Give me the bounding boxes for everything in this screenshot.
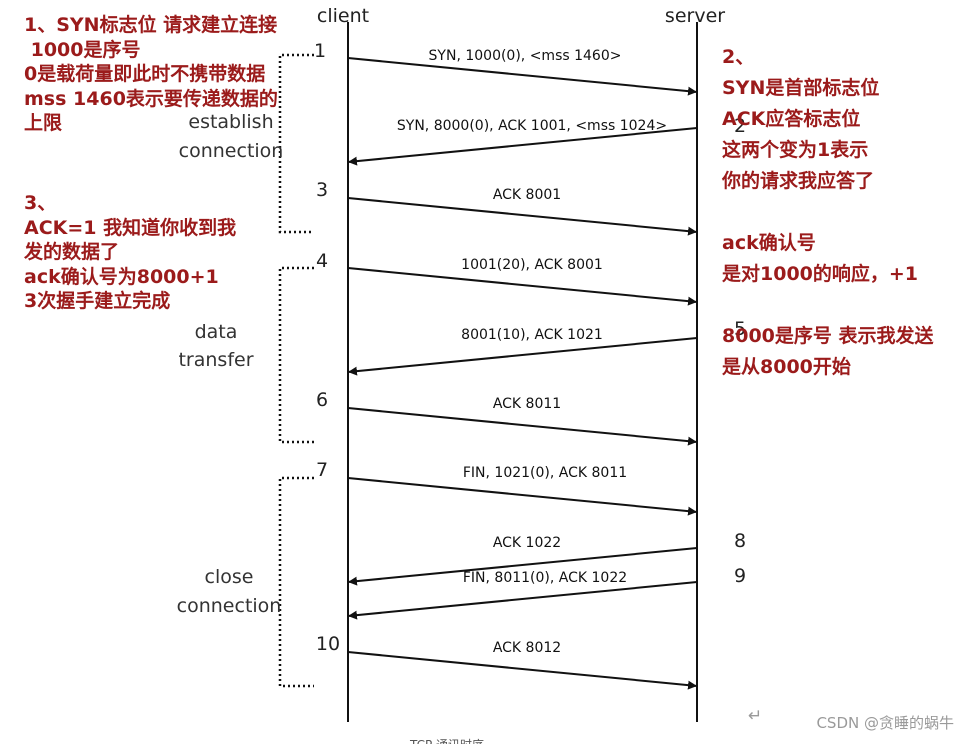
step-number-7: 7 <box>316 459 328 481</box>
step-number-4: 4 <box>316 250 328 272</box>
annotation-line: ACK=1 我知道你收到我 <box>24 216 237 239</box>
message-arrow-3 <box>347 197 698 236</box>
annotation-line: ACK应答标志位 <box>722 108 861 130</box>
annotation-line: 上限 <box>24 112 63 134</box>
return-icon: ↵ <box>748 706 763 726</box>
message-label-9: FIN, 8011(0), ACK 1022 <box>463 570 627 586</box>
annotation-line: 2、 <box>722 46 755 68</box>
annotation-line: 1000是序号 <box>24 38 141 61</box>
step-number-8: 8 <box>734 530 746 552</box>
annotation-line: 0是载荷量即此时不携带数据 <box>24 63 266 85</box>
message-label-1: SYN, 1000(0), <mss 1460> <box>429 48 622 64</box>
step-number-5: 5 <box>734 318 746 340</box>
message-label-8: ACK 1022 <box>493 535 561 551</box>
annotation-handshake-step2: 2、 SYN是首部标志位 ACK应答标志位 这两个变为1表示 你的请求我应答了 … <box>722 42 934 383</box>
annotation-handshake-step1: 1、SYN标志位 请求建立连接 1000是序号 0是载荷量即此时不携带数据 ms… <box>24 13 278 136</box>
message-label-7: FIN, 1021(0), ACK 8011 <box>463 465 627 481</box>
message-arrow-4 <box>347 267 698 306</box>
annotation-line: 8000是序号 表示我发送 <box>722 325 934 347</box>
annotation-line: ack确认号为8000+1 <box>24 265 219 288</box>
message-label-6: ACK 8011 <box>493 396 561 412</box>
message-arrow-6 <box>347 407 698 446</box>
annotation-line <box>722 197 934 228</box>
message-arrow-2 <box>347 127 698 166</box>
phase-label-2-line-1: data <box>195 321 238 343</box>
annotation-line: ack确认号 <box>722 232 816 254</box>
step-number-3: 3 <box>316 179 328 201</box>
annotation-line: SYN是首部标志位 <box>722 77 880 99</box>
step-number-10: 10 <box>316 633 340 655</box>
message-arrow-10 <box>347 651 698 690</box>
step-number-2: 2 <box>734 115 746 137</box>
message-arrow-8 <box>347 547 698 586</box>
annotation-line: 3、 <box>24 192 57 214</box>
phase-bracket-2 <box>278 266 314 444</box>
phase-label-3-line-1: close <box>205 566 254 588</box>
server-label: server <box>665 5 725 27</box>
client-label: client <box>317 5 369 27</box>
message-label-2: SYN, 8000(0), ACK 1001, <mss 1024> <box>397 118 667 134</box>
phase-label-1-line-2: connection <box>179 140 284 162</box>
message-arrow-7 <box>347 477 698 516</box>
message-arrow-5 <box>347 337 698 376</box>
phase-label-1-line-1: establish <box>188 111 273 133</box>
annotation-line: 是从8000开始 <box>722 356 851 378</box>
message-label-10: ACK 8012 <box>493 640 561 656</box>
watermark: CSDN @贪睡的蜗牛 <box>816 714 954 732</box>
annotation-line: 3次握手建立完成 <box>24 290 171 312</box>
annotation-line: 是对1000的响应，+1 <box>722 263 919 285</box>
message-arrow-1 <box>347 57 698 96</box>
message-arrow-9 <box>347 581 698 620</box>
message-label-5: 8001(10), ACK 1021 <box>461 327 603 343</box>
caption-fragment: TCP 通讯时序 <box>410 736 484 744</box>
annotation-handshake-step3: 3、 ACK=1 我知道你收到我 发的数据了 ack确认号为8000+1 3次握… <box>24 191 236 314</box>
step-number-1: 1 <box>314 40 326 62</box>
message-label-4: 1001(20), ACK 8001 <box>461 257 603 273</box>
annotation-line: 1、SYN标志位 请求建立连接 <box>24 14 278 36</box>
phase-bracket-1 <box>278 53 314 234</box>
annotation-line: mss 1460表示要传递数据的 <box>24 87 278 110</box>
annotation-line: 发的数据了 <box>24 241 120 263</box>
message-label-3: ACK 8001 <box>493 187 561 203</box>
annotation-line: 你的请求我应答了 <box>722 170 875 192</box>
annotation-line <box>722 290 934 321</box>
phase-label-2-line-2: transfer <box>178 349 253 371</box>
annotation-line: 这两个变为1表示 <box>722 139 869 161</box>
step-number-9: 9 <box>734 565 746 587</box>
phase-label-3-line-2: connection <box>177 595 282 617</box>
step-number-6: 6 <box>316 389 328 411</box>
phase-bracket-3 <box>278 476 314 688</box>
